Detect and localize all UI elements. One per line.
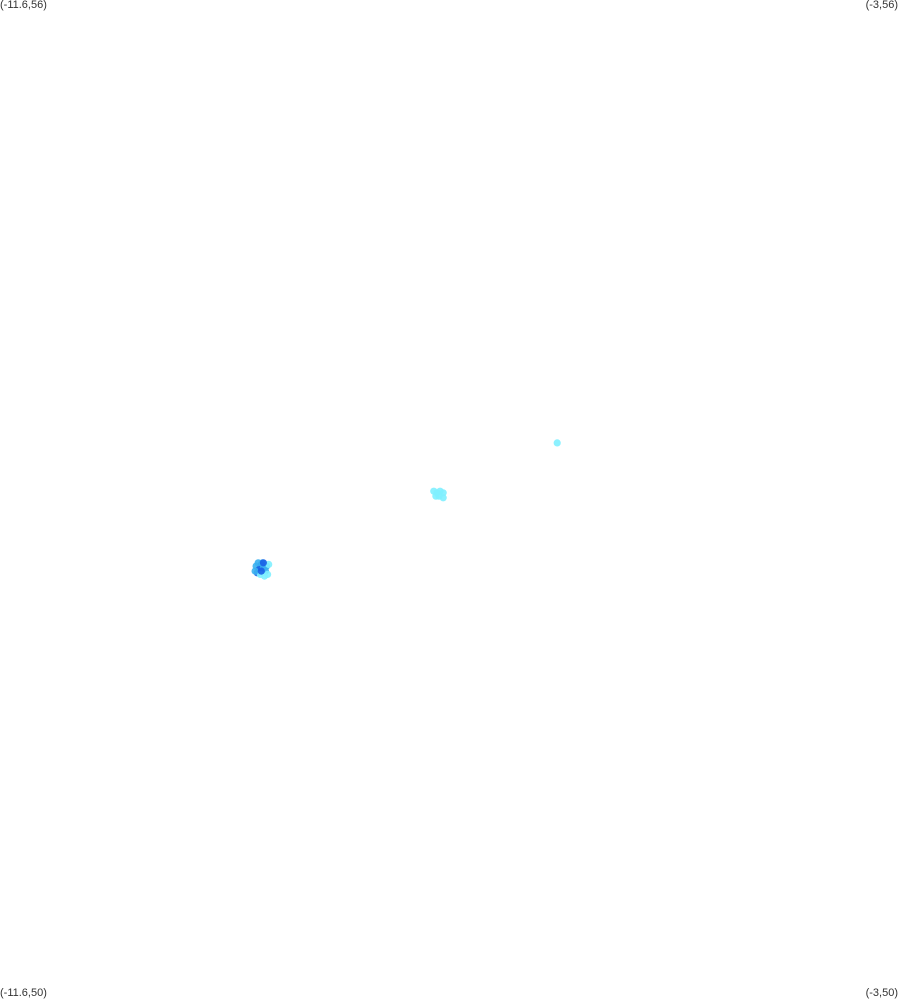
map-point bbox=[257, 567, 265, 575]
corner-label-bottom-right: (-3,50) bbox=[865, 987, 898, 999]
map-point bbox=[259, 559, 267, 567]
map-point bbox=[264, 570, 272, 579]
map-point bbox=[553, 439, 561, 447]
map-point bbox=[432, 492, 440, 500]
corner-label-top-right: (-3,56) bbox=[865, 0, 898, 11]
corner-label-bottom-left: (-11.6,50) bbox=[0, 987, 47, 999]
map-point bbox=[254, 559, 262, 567]
map-point bbox=[251, 567, 259, 575]
map-point bbox=[439, 494, 447, 502]
map-point bbox=[439, 489, 447, 497]
corner-label-top-left: (-11.6,56) bbox=[0, 0, 47, 11]
